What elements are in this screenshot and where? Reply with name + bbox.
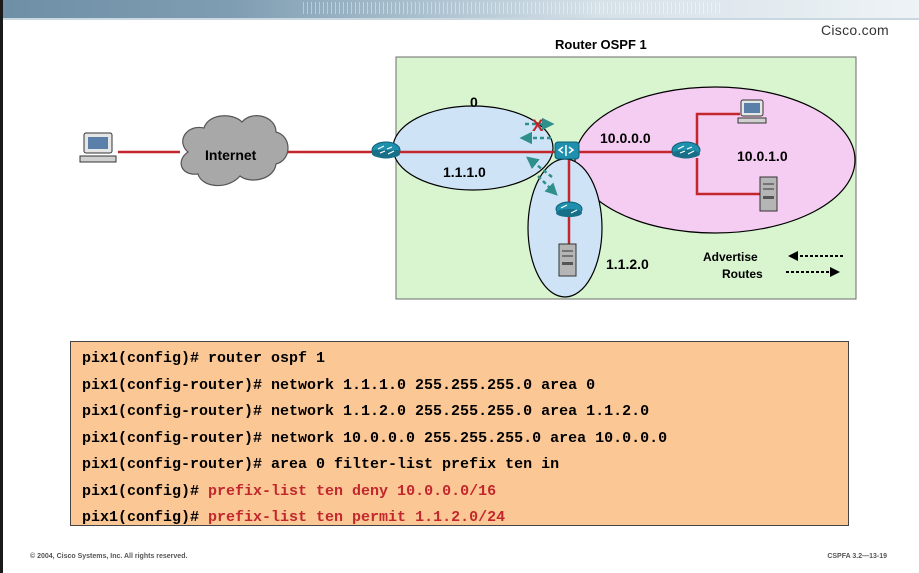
area-10-ellipse [574,86,856,234]
course-code-footer: CSPFA 3.2—13-19 [827,553,887,560]
config-command: area 0 filter-list prefix ten in [271,456,560,473]
config-line: pix1(config-router)# area 0 filter-list … [82,452,848,479]
config-prompt: pix1(config)# [82,350,209,367]
config-command: prefix-list ten deny 10.0.0.0/16 [208,482,497,500]
legend-routes-label: Routes [722,267,763,281]
advertisement-arrow [537,175,558,196]
area-0-label: 0 [470,94,478,110]
config-line: pix1(config)# prefix-list ten permit 1.1… [82,505,848,532]
router-icon [671,141,701,159]
network-10010-label: 10.0.1.0 [737,148,788,164]
config-prompt: pix1(config-router)# [82,456,272,473]
server-icon [759,176,778,212]
network-1120-label: 1.1.2.0 [606,256,649,272]
link-router-server [695,158,760,196]
network-diagram: Internet 0 1.1.1.0 10.0.0.0 10.0.1.0 1.1… [79,56,857,300]
pc-icon [79,132,117,163]
header-divider [3,18,919,20]
brand-label[interactable]: Cisco.com [820,22,889,38]
network-1110-label: 1.1.1.0 [443,164,486,180]
network-links [118,112,760,244]
config-prompt: pix1(config)# [82,482,209,500]
left-border [0,0,3,573]
config-command: network 1.1.2.0 255.255.255.0 area 1.1.2… [271,403,650,420]
header-texture [303,2,723,14]
permitted-advertisement-arrow [526,156,553,178]
config-prompt: pix1(config-router)# [82,429,272,447]
server-icon [558,243,577,277]
copyright-footer: © 2004, Cisco Systems, Inc. All rights r… [30,553,188,560]
config-line: pix1(config-router)# network 10.0.0.0 25… [82,426,848,453]
config-line: pix1(config-router)# network 1.1.1.0 255… [82,373,848,400]
legend-advertise-label: Advertise [703,250,758,264]
config-line: pix1(config-router)# network 1.1.2.0 255… [82,399,848,426]
config-command: network 1.1.1.0 255.255.255.0 area 0 [271,376,596,394]
header-band [3,0,919,18]
config-line: pix1(config)# router ospf 1 [82,346,848,373]
internet-label: Internet [205,147,257,163]
router-icon [371,141,401,159]
config-prompt: pix1(config-router)# [82,376,272,394]
cloud-icon [180,115,289,187]
router-icon [555,201,583,217]
network-10000-label: 10.0.0.0 [600,130,651,146]
link-router-pc [695,112,740,147]
config-prompt: pix1(config)# [82,509,209,526]
pix-firewall-icon [554,141,580,160]
config-command: router ospf 1 [208,350,326,367]
blocked-route-mark: X [532,116,544,135]
diagram-title: Router OSPF 1 [555,37,647,52]
config-command: network 10.0.0.0 255.255.255.0 area 10.0… [271,429,668,447]
config-prompt: pix1(config-router)# [82,403,272,420]
config-line: pix1(config)# prefix-list ten deny 10.0.… [82,479,848,506]
pc-icon [737,99,767,124]
config-command: prefix-list ten permit 1.1.2.0/24 [208,509,506,526]
